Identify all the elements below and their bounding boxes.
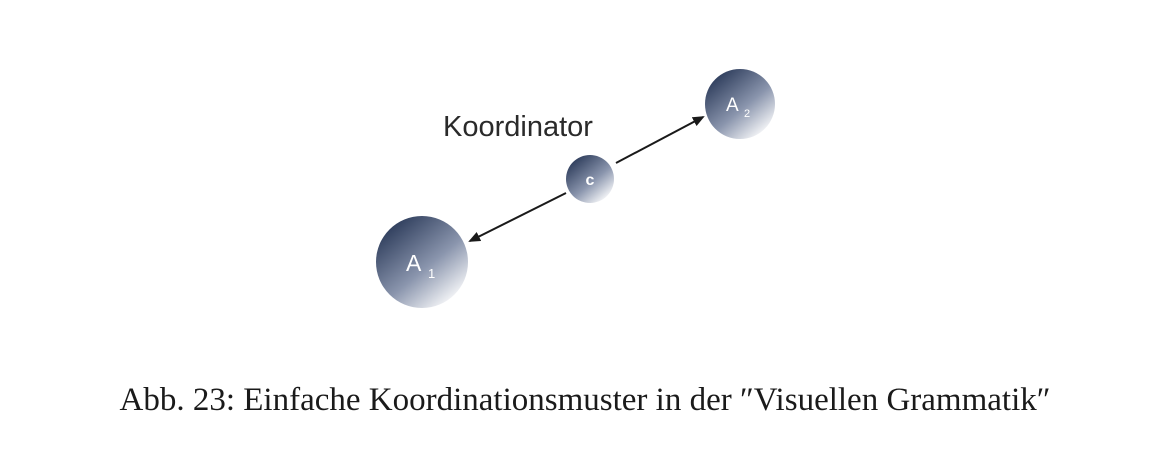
node-a2-label: A [726, 95, 739, 116]
node-a1-subscript: 1 [428, 266, 435, 281]
arrow-to-a1 [468, 192, 567, 242]
figure-caption: Abb. 23: Einfache Koordinationsmuster in… [119, 382, 1051, 418]
node-coordinator: c [566, 155, 614, 203]
node-a2: A 2 [705, 69, 775, 139]
coordination-diagram: Koordinator A 1 c A 2 [376, 69, 775, 308]
node-coordinator-label: c [586, 172, 595, 189]
coordinator-label: Koordinator [443, 111, 593, 143]
arrow-to-a2 [615, 116, 705, 164]
node-a1-label: A [406, 250, 422, 276]
node-a2-subscript: 2 [744, 108, 750, 120]
node-a1: A 1 [376, 216, 468, 308]
